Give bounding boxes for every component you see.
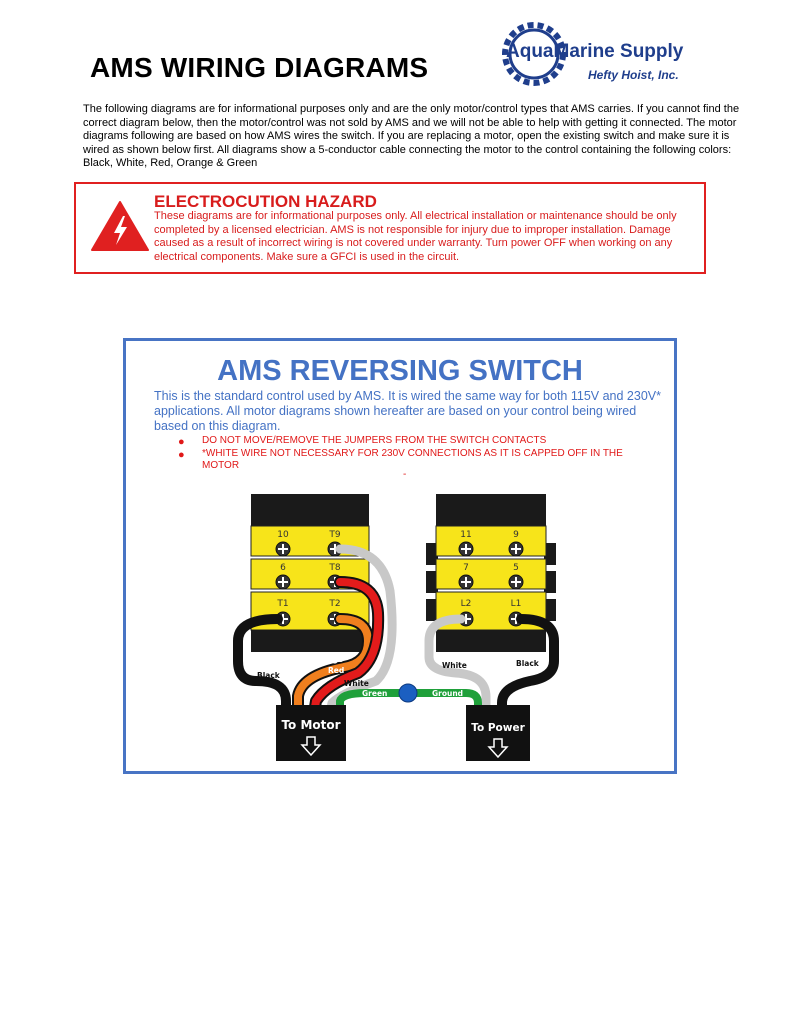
red-dash: - bbox=[403, 469, 407, 480]
right-switch-block: 11 9 7 5 L2 L1 bbox=[426, 494, 556, 652]
electrical-hazard-icon bbox=[91, 201, 149, 251]
terminal-label: 6 bbox=[280, 563, 286, 573]
white-wire-right bbox=[424, 614, 491, 718]
terminal-label: L1 bbox=[511, 599, 522, 609]
bullet-icon: ● bbox=[178, 449, 185, 461]
to-power-box: To Power bbox=[466, 705, 530, 761]
to-power-label: To Power bbox=[471, 722, 525, 734]
wire-label-white-right: White bbox=[442, 661, 467, 670]
wire-label-white-left: White bbox=[344, 679, 369, 688]
wire-label-black-left: Black bbox=[257, 671, 281, 680]
hazard-text: These diagrams are for informational pur… bbox=[154, 210, 677, 263]
black-wire-right bbox=[497, 614, 559, 718]
company-logo: AquaMarine Supply Hefty Hoist, Inc. bbox=[496, 18, 726, 88]
reversing-switch-wiring-diagram: 10 T9 6 T8 T1 T2 bbox=[233, 494, 559, 761]
terminal-label: L2 bbox=[461, 599, 472, 609]
wire-label-red: Red bbox=[328, 666, 344, 675]
gear-logo-icon bbox=[502, 22, 566, 86]
left-switch-block: 10 T9 6 T8 T1 T2 bbox=[250, 494, 370, 652]
arrow-down-icon bbox=[300, 736, 322, 757]
warning-item: ●DO NOT MOVE/REMOVE THE JUMPERS FROM THE… bbox=[178, 435, 547, 448]
page-title: AMS WIRING DIAGRAMS bbox=[90, 52, 429, 83]
terminal-label: 10 bbox=[277, 530, 289, 540]
logo-name: AquaMarine Supply bbox=[506, 41, 684, 62]
terminal-label: 5 bbox=[513, 563, 519, 573]
orange-wire bbox=[294, 615, 372, 717]
terminal-label: T8 bbox=[328, 563, 340, 573]
switch-description: This is the standard control used by AMS… bbox=[154, 389, 661, 433]
terminal-label: T2 bbox=[328, 599, 340, 609]
terminal-label: 7 bbox=[463, 563, 469, 573]
hazard-title: ELECTROCUTION HAZARD bbox=[154, 192, 377, 211]
switch-title: AMS REVERSING SWITCH bbox=[217, 355, 583, 387]
wire-label-ground: Ground bbox=[432, 689, 463, 698]
switch-warnings: ●DO NOT MOVE/REMOVE THE JUMPERS FROM THE… bbox=[176, 435, 656, 473]
arrow-down-icon bbox=[487, 738, 509, 759]
intro-paragraph: The following diagrams are for informati… bbox=[83, 103, 740, 170]
wire-label-orange: Orange bbox=[312, 655, 343, 664]
ground-junction bbox=[398, 683, 418, 703]
bullet-icon: ● bbox=[178, 436, 185, 448]
black-wire-left bbox=[233, 614, 291, 718]
terminal-label: 9 bbox=[513, 530, 519, 540]
terminal-label: T1 bbox=[276, 599, 288, 609]
ground-wire bbox=[410, 689, 482, 717]
electrocution-hazard-box: ELECTROCUTION HAZARD These diagrams are … bbox=[74, 182, 706, 274]
to-motor-box: To Motor bbox=[276, 705, 346, 761]
reversing-switch-panel: AMS REVERSING SWITCH This is the standar… bbox=[123, 338, 677, 774]
red-wire bbox=[310, 578, 383, 717]
to-motor-label: To Motor bbox=[281, 718, 340, 732]
warning-item: ●*WHITE WIRE NOT NECESSARY FOR 230V CONN… bbox=[178, 448, 623, 471]
wire-label-green: Green bbox=[362, 689, 387, 698]
green-wire bbox=[336, 689, 406, 717]
terminal-label: 11 bbox=[460, 530, 471, 540]
logo-subtitle: Hefty Hoist, Inc. bbox=[588, 68, 679, 82]
wire-label-black-right: Black bbox=[516, 659, 540, 668]
terminal-label: T9 bbox=[328, 530, 340, 540]
